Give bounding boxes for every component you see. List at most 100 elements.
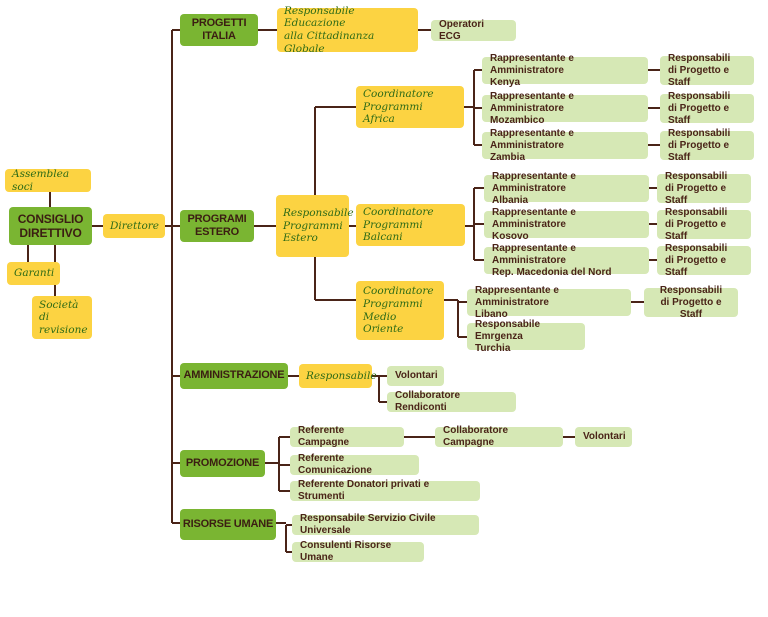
node-label: Responsabile [283, 207, 354, 220]
node-label: Rep. Macedonia del Nord [492, 266, 612, 278]
node-label: Responsabile Educazione [284, 4, 355, 30]
node-label: Volontari [583, 431, 626, 442]
node-progetti-italia: PROGETTI ITALIA [180, 14, 258, 46]
node-responsabile-servizio-civile: Responsabile Servizio Civile Universale [292, 513, 479, 536]
node-label: ESTERO [194, 226, 240, 238]
node-label: PROMOZIONE [185, 456, 260, 469]
node-coordinatore-balcani: Coordinatore Programmi Balcani [356, 204, 465, 246]
node-label: Operatori ECG [439, 18, 485, 42]
node-label: Kosovo [492, 230, 529, 242]
node-responsabile-amministrazione: Responsabile [299, 364, 377, 388]
node-volontari-promozione: Volontari [575, 427, 632, 447]
node-amministrazione: AMMINISTRAZIONE [180, 363, 288, 389]
node-label: Programmi [283, 219, 343, 232]
node-referente-comunicazione: Referente Comunicazione [290, 453, 419, 476]
node-responsabili-staff-kosovo: Responsabili di Progetto e Staff [657, 206, 751, 242]
node-label: Coordinatore [363, 285, 434, 298]
node-coordinatore-medio-oriente: Coordinatore Programmi Medio Oriente [356, 281, 444, 340]
node-rappresentante-libano: Rappresentante e Amministratore Libano [467, 285, 631, 320]
node-label: DIRETTIVO [19, 226, 82, 240]
node-label: Responsabili [665, 206, 728, 218]
node-label: Collaboratore Campagne [443, 425, 509, 448]
node-label: Rappresentante e Amministratore [475, 284, 559, 308]
node-rappresentante-albania: Rappresentante e Amministratore Albania [484, 171, 649, 206]
node-risorse-umane: RISORSE UMANE [180, 509, 276, 540]
node-responsabili-staff-kenya: Responsabili di Progetto e Staff [660, 52, 754, 88]
node-rappresentante-kosovo: Rappresentante e Amministratore Kosovo [484, 207, 649, 242]
node-responsabile-programmi-estero: Responsabile Programmi Estero [276, 195, 354, 257]
node-operatori-ecg: Operatori ECG [431, 18, 516, 42]
node-label: Assemblea soci [12, 167, 70, 193]
node-label: di Progetto e Staff [665, 254, 727, 278]
node-label: di Progetto e Staff [665, 182, 727, 206]
node-label: Consulenti Risorse Umane [300, 540, 392, 563]
node-label: RISORSE UMANE [182, 517, 274, 530]
node-responsabili-staff-albania: Responsabili di Progetto e Staff [657, 170, 751, 206]
node-label: di Progetto e Staff [660, 296, 722, 320]
node-label: Responsabili [659, 284, 723, 296]
node-label: Albania [492, 194, 529, 206]
node-label: Kenya [490, 76, 521, 88]
node-label: Referente Comunicazione [298, 453, 372, 476]
node-label: Rappresentante e Amministratore [492, 206, 576, 230]
node-label: Programmi [363, 297, 423, 310]
node-rappresentante-zambia: Rappresentante e Amministratore Zambia [482, 128, 648, 163]
node-label: Rappresentante e Amministratore [492, 170, 576, 194]
node-label: CONSIGLIO [17, 211, 84, 226]
node-label: Referente Campagne [298, 425, 350, 448]
node-label: Rappresentante e Amministratore [490, 127, 574, 151]
node-label: ITALIA [202, 30, 236, 42]
node-label: Rappresentante e Amministratore [492, 242, 576, 266]
node-label: di Progetto e Staff [668, 139, 730, 163]
node-label: Responsabili [668, 90, 731, 102]
node-label: Medio Oriente [363, 310, 404, 336]
node-label: Rappresentante e Amministratore [490, 90, 574, 114]
node-label: Libano [475, 308, 508, 320]
node-label: Responsabile Emrgenza [475, 318, 541, 342]
node-referente-donatori: Referente Donatori privati e Strumenti [290, 479, 480, 502]
node-referente-campagne: Referente Campagne [290, 425, 404, 448]
node-label: di Progetto e Staff [668, 102, 730, 126]
node-consulenti-risorse-umane: Consulenti Risorse Umane [292, 540, 424, 563]
node-label: Direttore [110, 219, 160, 232]
node-label: Coordinatore [363, 88, 434, 101]
node-label: Programmi Balcani [363, 218, 423, 244]
node-assemblea-soci: Assemblea soci [5, 167, 91, 193]
node-label: Referente Donatori privati e Strumenti [298, 479, 430, 502]
node-label: Responsabili [668, 52, 731, 64]
node-direttore: Direttore [103, 214, 165, 238]
node-responsabili-staff-libano: Responsabili di Progetto e Staff [644, 284, 738, 320]
node-label: Zambia [490, 151, 526, 163]
node-label: Responsabile [306, 369, 377, 382]
node-label: Responsabili [665, 242, 728, 254]
node-label: Estero [283, 232, 318, 245]
node-responsabile-ecg: Responsabile Educazione alla Cittadinanz… [277, 4, 418, 55]
node-coordinatore-africa: Coordinatore Programmi Africa [356, 86, 464, 128]
node-label: di Progetto e Staff [665, 218, 727, 242]
node-responsabili-staff-macedonia: Responsabili di Progetto e Staff [657, 242, 751, 278]
node-label: alla Cittadinanza Globale [284, 30, 375, 55]
node-volontari-amministrazione: Volontari [387, 366, 444, 386]
node-label: Responsabili [665, 170, 728, 182]
node-label: Collaboratore Rendiconti [395, 390, 461, 413]
node-label: Società di [39, 298, 79, 324]
node-label: PROGRAMI [187, 212, 247, 225]
node-programi-estero: PROGRAMI ESTERO [180, 210, 254, 242]
node-label: Responsabili [668, 127, 731, 139]
node-label: Volontari [395, 370, 438, 381]
node-promozione: PROMOZIONE [180, 450, 265, 477]
node-responsabile-emergenza-turchia: Responsabile Emrgenza Turchia [467, 319, 585, 354]
node-label: AMMINISTRAZIONE [183, 369, 285, 382]
node-collaboratore-campagne: Collaboratore Campagne [435, 425, 563, 448]
node-label: revisione [39, 323, 88, 336]
node-responsabili-staff-mozambico: Responsabili di Progetto e Staff [660, 90, 754, 126]
node-societa-revisione: Società di revisione [32, 296, 92, 339]
node-rappresentante-mozambico: Rappresentante e Amministratore Mozambic… [482, 91, 648, 126]
node-label: di Progetto e Staff [668, 64, 730, 88]
node-label: PROGETTI [191, 16, 247, 29]
node-label: Rappresentante e Amministratore [490, 52, 574, 76]
node-rappresentante-macedonia: Rappresentante e Amministratore Rep. Mac… [484, 243, 649, 278]
node-responsabili-staff-zambia: Responsabili di Progetto e Staff [660, 127, 754, 163]
node-label: Mozambico [490, 114, 545, 126]
